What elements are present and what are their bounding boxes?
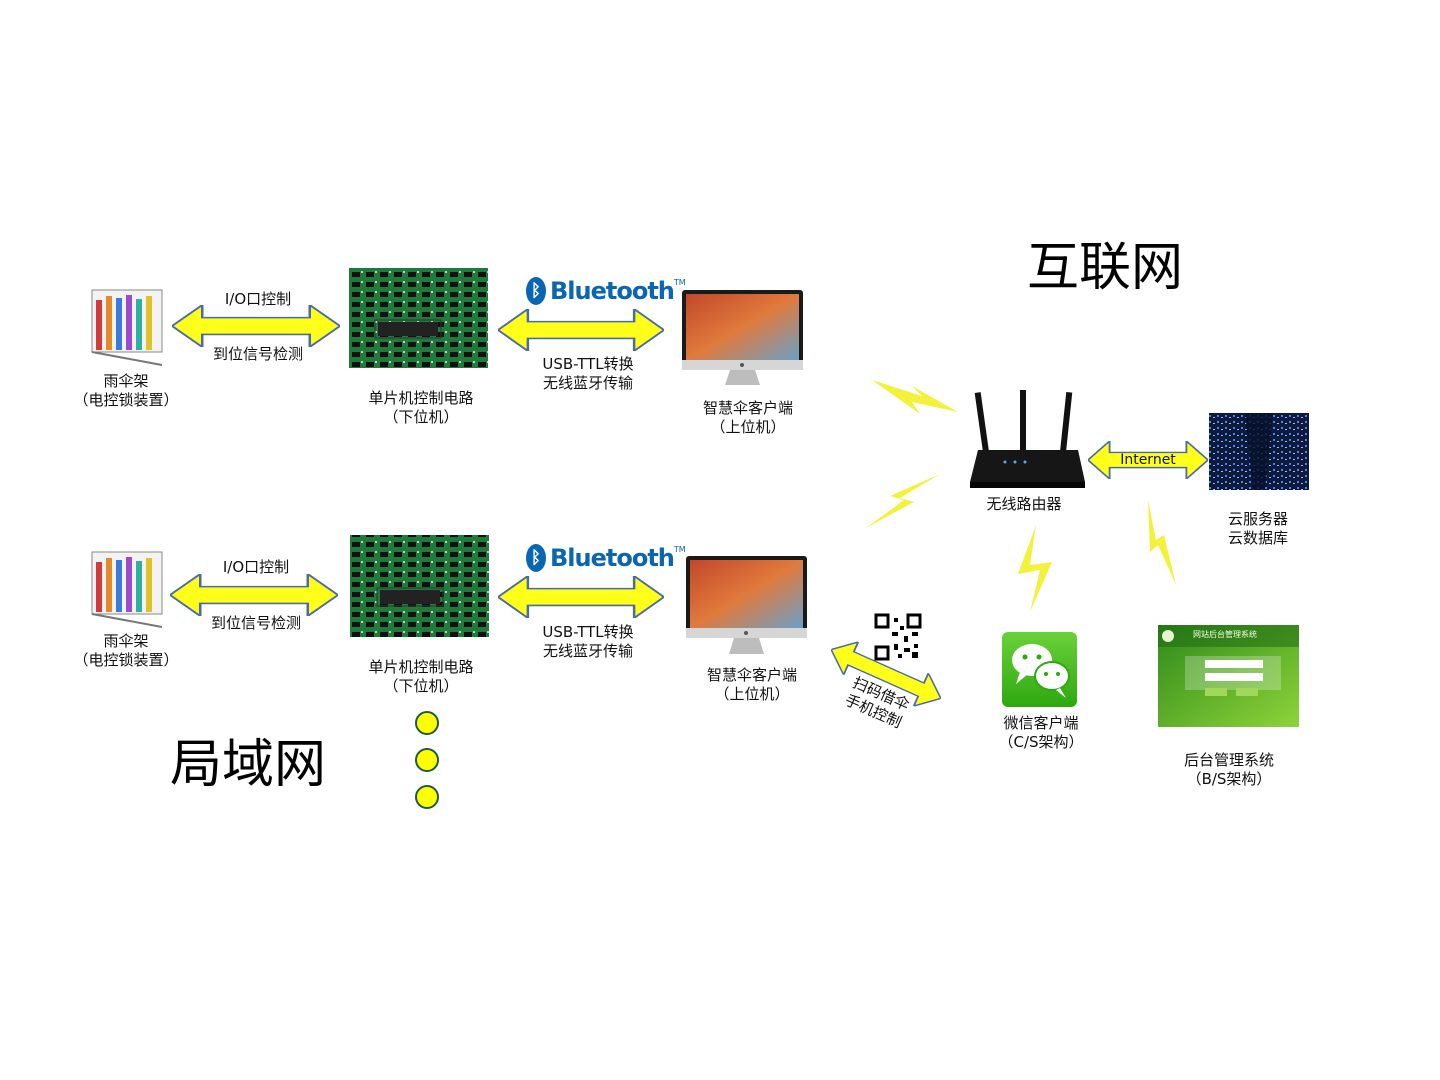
umbrella-rack-image-2 [91, 551, 163, 628]
wireless-bolt-1 [872, 380, 958, 414]
signal-detect-label-1: 到位信号检测 [212, 345, 303, 363]
umbrella-rack-image-1 [91, 289, 163, 366]
ellipsis-dot-2 [415, 748, 439, 772]
bluetooth-logo-1: ᛒ Bluetooth TM [526, 276, 686, 306]
io-control-label-2: I/O口控制 [222, 558, 290, 576]
bluetooth-wordmark: Bluetooth [550, 277, 675, 305]
admin-label: 后台管理系统 （B/S架构） [1183, 751, 1274, 788]
qr-code-image [874, 613, 922, 661]
rack-label-2: 雨伞架 （电控锁装置） [73, 632, 179, 669]
io-control-label-1: I/O口控制 [224, 290, 292, 308]
internet-title: 互联网 [1027, 238, 1184, 298]
wechat-icon [1002, 632, 1077, 707]
lan-title: 局域网 [170, 735, 327, 795]
admin-system-image [1158, 625, 1299, 727]
client-label-2: 智慧伞客户端 （上位机） [706, 666, 797, 703]
bluetooth-logo-2: ᛒ Bluetooth TM [526, 543, 686, 573]
usb-ttl-label-2: USB-TTL转换 无线蓝牙传输 [542, 623, 634, 660]
mcu-board-image-1 [349, 268, 488, 368]
mcu-label-2: 单片机控制电路 （下位机） [368, 658, 474, 695]
imac-image-1 [682, 290, 803, 385]
imac-image-2 [686, 556, 807, 654]
mcu-board-image-2 [350, 535, 489, 637]
bluetooth-arrow-2 [498, 576, 664, 618]
ellipsis-dot-1 [415, 711, 439, 735]
io-arrow-1 [172, 305, 340, 347]
wechat-label: 微信客户端 （C/S架构） [998, 714, 1084, 751]
usb-ttl-label-1: USB-TTL转换 无线蓝牙传输 [542, 355, 634, 392]
bluetooth-arrow-1 [498, 309, 664, 351]
mcu-label-1: 单片机控制电路 （下位机） [368, 389, 474, 426]
wireless-bolt-4 [1148, 500, 1176, 585]
cloud-server-image [1209, 413, 1309, 490]
bluetooth-rune-icon: ᛒ [526, 544, 546, 572]
cloud-label: 云服务器 云数据库 [1227, 510, 1288, 547]
bluetooth-rune-icon: ᛒ [526, 277, 546, 305]
router-label: 无线路由器 [986, 495, 1062, 513]
client-label-1: 智慧伞客户端 （上位机） [702, 399, 793, 436]
io-arrow-2 [170, 574, 338, 616]
signal-detect-label-2: 到位信号检测 [210, 614, 301, 632]
rack-label-1: 雨伞架 （电控锁装置） [73, 372, 179, 409]
ellipsis-dot-3 [415, 785, 439, 809]
wireless-bolt-2 [866, 474, 940, 528]
bluetooth-wordmark: Bluetooth [550, 544, 675, 572]
internet-arrow-label: Internet [1120, 452, 1176, 468]
admin-window-title: 网站后台管理系统 [1193, 630, 1257, 639]
wireless-bolt-3 [1018, 525, 1052, 612]
router-image [970, 390, 1085, 488]
